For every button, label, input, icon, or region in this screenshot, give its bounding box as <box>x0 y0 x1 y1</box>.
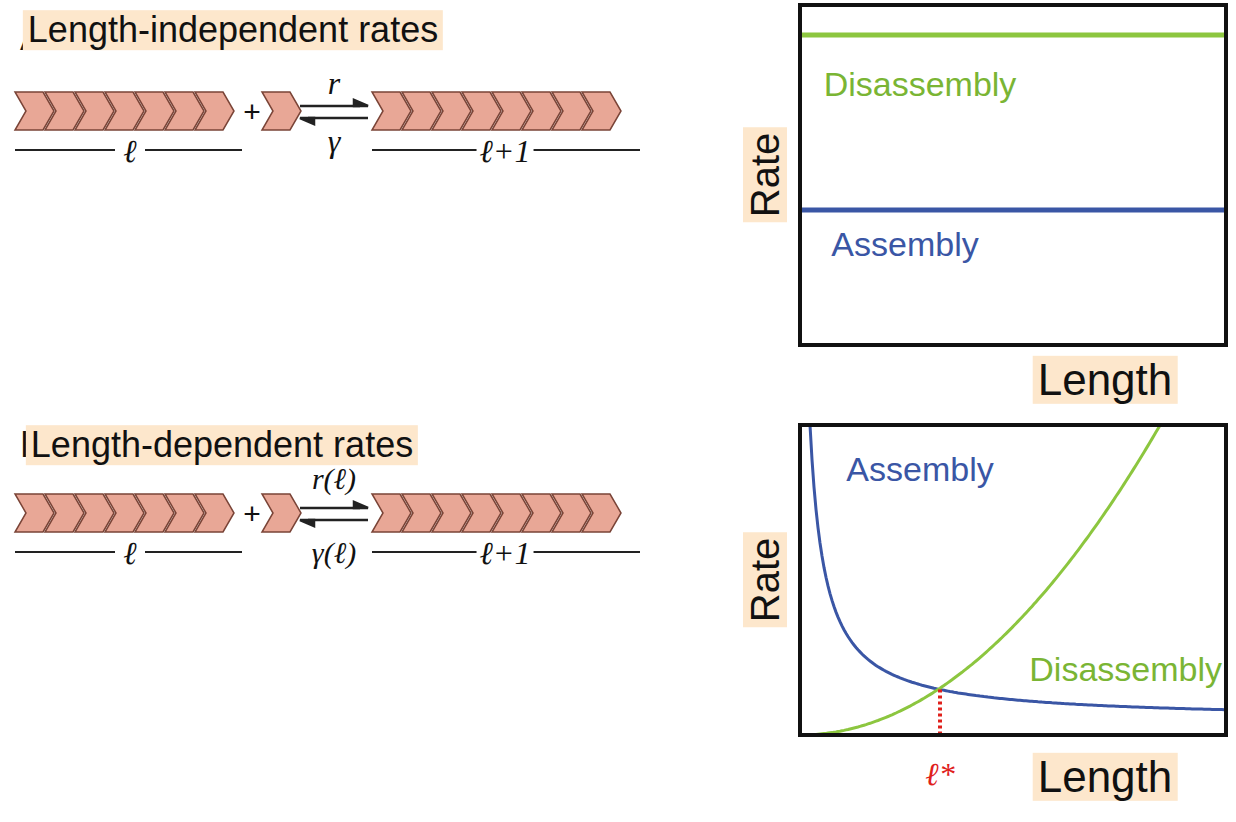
axis-label: Rate <box>743 128 787 223</box>
subunit-chevron <box>582 494 621 532</box>
subunit-chevron <box>195 494 234 532</box>
curve-label: Disassembly <box>1029 651 1222 688</box>
length-symbol: ℓ <box>120 536 139 571</box>
subunit-chevron <box>262 494 301 532</box>
rate-symbol: r <box>328 66 340 101</box>
axis-label: Length <box>1033 356 1178 404</box>
curve-label: Assembly <box>831 226 978 263</box>
panel-title: Length-dependent rates <box>26 425 418 465</box>
plus-sign: + <box>243 95 261 128</box>
axis-label: Rate <box>743 533 787 628</box>
length-symbol: ℓ <box>120 134 139 169</box>
subunit-chevron <box>582 92 621 130</box>
curve-label: Disassembly <box>824 66 1017 103</box>
curve-label: Assembly <box>846 451 993 488</box>
critical-length: ℓ* <box>925 757 954 792</box>
length-symbol: ℓ+1 <box>477 536 534 571</box>
axis-label: Length <box>1033 753 1178 801</box>
rate-symbol: γ(ℓ) <box>312 536 356 569</box>
length-symbol: ℓ+1 <box>477 134 534 169</box>
panel-title: Length-independent rates <box>23 10 443 50</box>
subunit-chevron <box>262 92 301 130</box>
subunit-chevron <box>195 92 234 130</box>
chevron-chains <box>15 92 621 532</box>
plot-a <box>800 5 1226 345</box>
rate-symbol: γ <box>328 124 341 159</box>
rate-symbol: r(ℓ) <box>312 462 356 495</box>
plot-b <box>800 88 1226 735</box>
plus-sign: + <box>243 497 261 530</box>
length-bars <box>15 150 640 552</box>
